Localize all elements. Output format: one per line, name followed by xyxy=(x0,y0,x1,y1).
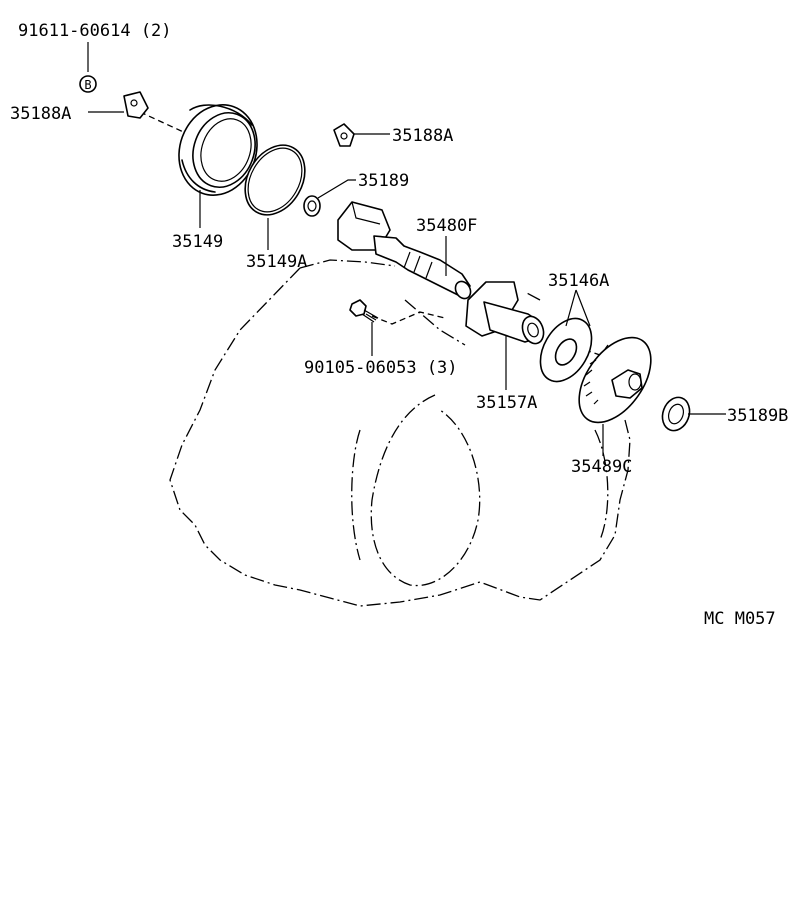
label-gear: 35489C xyxy=(571,457,632,477)
clamp-right xyxy=(333,123,355,147)
clamp-left xyxy=(123,91,149,119)
oring-small-35189 xyxy=(303,195,321,217)
sleeve-35157A xyxy=(465,281,545,345)
label-cover: 35149 xyxy=(172,232,223,252)
label-ring: 35189B xyxy=(727,406,788,426)
label-sleeve: 35157A xyxy=(476,393,537,413)
leader-lines xyxy=(87,42,726,456)
label-oring: 35149A xyxy=(246,252,307,272)
label-sensor: 35480F xyxy=(416,216,477,236)
label-bolt-3: 90105-06053 (3) xyxy=(304,358,458,378)
label-bolt-b: 91611-60614 (2) xyxy=(18,21,172,41)
oring-35149A xyxy=(244,144,306,216)
cover-35149 xyxy=(178,104,258,196)
ref-b-marker: B xyxy=(79,75,97,93)
label-code: MC M057 xyxy=(704,609,776,629)
label-clamp-right: 35188A xyxy=(392,126,453,146)
ref-b-label: B xyxy=(84,78,91,92)
gear-35489C xyxy=(578,336,652,424)
transmission-case xyxy=(169,259,631,607)
plate-35146A xyxy=(539,317,593,383)
part-labels: 91611-60614 (2) 35188A 35188A 35189 3514… xyxy=(10,21,788,629)
label-oring-small: 35189 xyxy=(358,171,409,191)
bolt-90105 xyxy=(349,299,379,323)
ring-35189B xyxy=(661,396,691,432)
label-clamp-left: 35188A xyxy=(10,104,71,124)
label-plate: 35146A xyxy=(548,271,609,291)
sensor-35480F xyxy=(337,201,472,300)
